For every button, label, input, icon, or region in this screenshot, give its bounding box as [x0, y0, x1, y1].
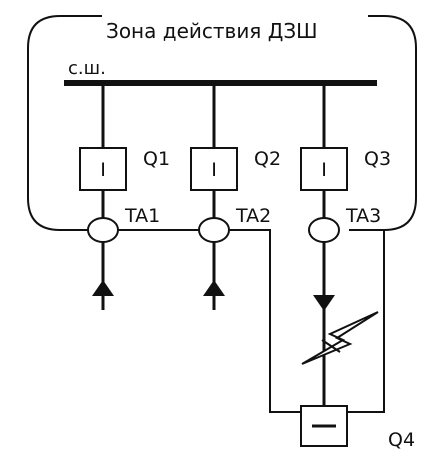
ct-ta3-label: TA3: [345, 205, 381, 227]
breaker-q1: [79, 147, 127, 191]
feeder-3: I Q3 TA3: [300, 86, 391, 406]
breaker-q3-label: Q3: [364, 148, 391, 170]
breaker-q1-label: Q1: [143, 148, 170, 170]
breaker-q4-label: Q4: [388, 429, 415, 451]
lightning-fault-icon: [301, 311, 379, 365]
ct-connection-lines: [118, 229, 385, 413]
feeder-1: I Q1 TA1: [79, 86, 170, 310]
breaker-q2-label: Q2: [254, 148, 281, 170]
breaker-q2: [190, 147, 238, 191]
arrow-down-icon: [313, 295, 335, 311]
breaker-q1-symbol: I: [100, 159, 106, 181]
arrow-up-icon: [92, 280, 114, 296]
current-transformer-ta1: [87, 217, 119, 243]
current-transformer-ta2: [198, 217, 230, 243]
ct-ta1-label: TA1: [124, 205, 160, 227]
breaker-q2-symbol: I: [211, 159, 217, 181]
busbar-label: с.ш.: [68, 58, 106, 79]
current-transformer-ta3: [308, 217, 340, 243]
protection-zone-outline: [27, 15, 417, 231]
ct-ta2-label: TA2: [235, 205, 271, 227]
breaker-q3-symbol: I: [321, 159, 327, 181]
zone-title-backdrop: [102, 10, 368, 30]
zone-title: Зона действия ДЗШ: [106, 19, 318, 43]
arrow-up-icon: [203, 280, 225, 296]
feeder-2: I Q2 TA2: [190, 86, 281, 310]
busbar: [64, 80, 377, 86]
